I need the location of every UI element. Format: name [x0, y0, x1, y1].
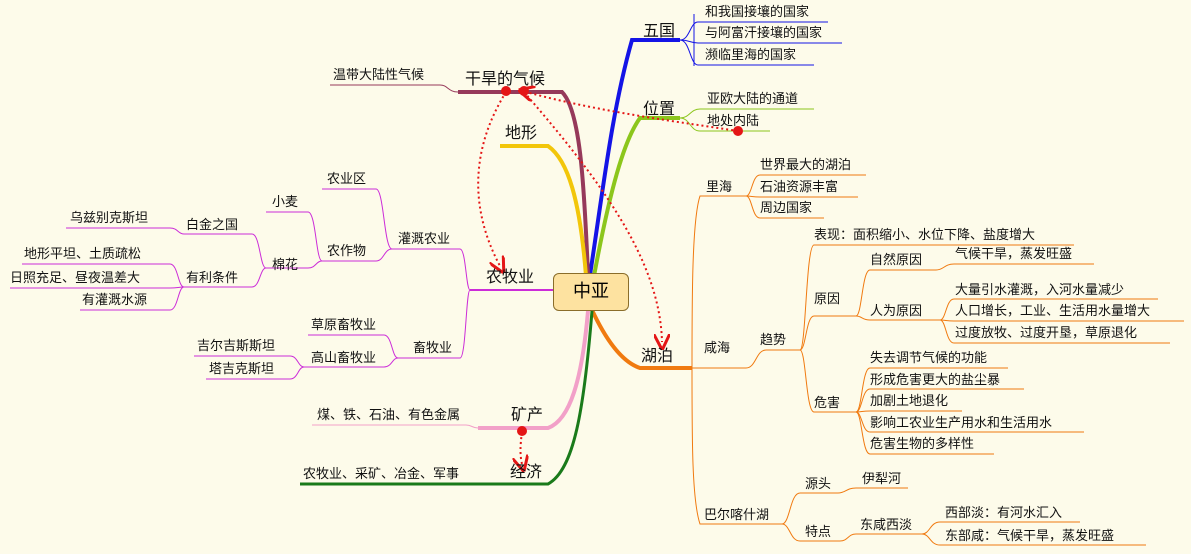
- node-kyrgyzstan[interactable]: 吉尔吉斯斯坦: [197, 339, 276, 354]
- node-cause[interactable]: 原因: [814, 292, 841, 307]
- node-lakes[interactable]: 湖泊: [641, 346, 674, 365]
- node-human-cause[interactable]: 人为原因: [870, 304, 923, 319]
- node-cotton[interactable]: 棉花: [272, 258, 299, 273]
- node-harm[interactable]: 危害: [814, 396, 841, 411]
- branch-terrain: [500, 144, 588, 277]
- relation-dots: [501, 86, 743, 436]
- node-salt-dust[interactable]: 形成危害更大的盐尘暴: [870, 373, 1001, 388]
- node-surrounding-countries[interactable]: 周边国家: [760, 201, 813, 216]
- node-overgrazing[interactable]: 过度放牧、过度开垦，草原退化: [955, 326, 1138, 341]
- node-dry-climate[interactable]: 气候干旱，蒸发旺盛: [955, 247, 1073, 262]
- node-feature[interactable]: 特点: [805, 525, 832, 540]
- node-irrigation[interactable]: 大量引水灌溉，入河水量减少: [955, 283, 1125, 298]
- node-climate-regulation[interactable]: 失去调节气候的功能: [870, 351, 988, 366]
- branch-lakes: [590, 309, 692, 370]
- node-farming-area[interactable]: 农业区: [327, 172, 367, 187]
- node-location[interactable]: 位置: [643, 99, 676, 118]
- node-wheat[interactable]: 小麦: [272, 195, 299, 210]
- node-largest-lake[interactable]: 世界最大的湖泊: [760, 158, 852, 173]
- node-biodiversity[interactable]: 危害生物的多样性: [870, 437, 975, 452]
- branch-climate: [458, 90, 590, 276]
- node-caspian[interactable]: 里海: [706, 180, 733, 195]
- node-white-gold[interactable]: 白金之国: [186, 218, 239, 233]
- node-uzbekistan[interactable]: 乌兹别克斯坦: [70, 211, 149, 226]
- node-irrigation-source[interactable]: 有灌溉水源: [82, 293, 148, 308]
- node-inland[interactable]: 地处内陆: [707, 114, 760, 129]
- node-minerals[interactable]: 矿产: [511, 405, 544, 424]
- node-west-fresh[interactable]: 西部淡：有河水汇入: [945, 506, 1063, 521]
- node-continental-climate[interactable]: 温带大陆性气候: [333, 68, 425, 83]
- node-sunshine[interactable]: 日照充足、昼夜温差大: [10, 271, 141, 286]
- node-flat-soil[interactable]: 地形平坦、土质疏松: [24, 247, 142, 262]
- node-favorable-conditions[interactable]: 有利条件: [186, 271, 239, 286]
- node-agriculture[interactable]: 农牧业: [486, 267, 535, 286]
- node-water-use[interactable]: 影响工农业生产用水和生活用水: [870, 416, 1053, 431]
- node-aral[interactable]: 咸海: [704, 341, 731, 356]
- node-manifestation[interactable]: 表现：面积缩小、水位下降、盐度增大: [814, 228, 1036, 243]
- node-economy[interactable]: 经济: [510, 462, 543, 481]
- relation-arrows: [477, 92, 739, 464]
- node-natural-cause[interactable]: 自然原因: [870, 253, 923, 268]
- node-trend[interactable]: 趋势: [760, 333, 787, 348]
- root-node[interactable]: 中亚: [553, 273, 629, 311]
- node-five-countries[interactable]: 五国: [643, 21, 676, 40]
- node-crops[interactable]: 农作物: [327, 244, 367, 259]
- node-terrain[interactable]: 地形: [505, 123, 538, 142]
- node-tajikistan[interactable]: 塔吉克斯坦: [209, 362, 275, 377]
- node-ili-river[interactable]: 伊犁河: [862, 472, 902, 487]
- node-source[interactable]: 源头: [805, 477, 832, 492]
- node-land-degradation[interactable]: 加剧土地退化: [870, 394, 949, 409]
- branch-location: [592, 116, 680, 277]
- node-border-china[interactable]: 和我国接壤的国家: [705, 5, 810, 20]
- node-dry-climate-branch[interactable]: 干旱的气候: [465, 69, 546, 88]
- node-caspian-coast[interactable]: 濒临里海的国家: [705, 48, 797, 63]
- node-irrigated-farming[interactable]: 灌溉农业: [398, 232, 451, 247]
- node-economy-list[interactable]: 农牧业、采矿、冶金、军事: [303, 467, 460, 482]
- node-population-growth[interactable]: 人口增长，工业、生活用水量增大: [955, 304, 1151, 319]
- node-east-salt-west-fresh[interactable]: 东咸西淡: [860, 518, 913, 533]
- branch-minerals: [478, 310, 590, 430]
- node-balkhash[interactable]: 巴尔喀什湖: [704, 508, 770, 523]
- branch-economy: [300, 310, 594, 486]
- node-eurasia-passage[interactable]: 亚欧大陆的通道: [707, 92, 799, 107]
- node-border-afghanistan[interactable]: 与阿富汗接壤的国家: [705, 26, 823, 41]
- node-pastoral[interactable]: 畜牧业: [413, 341, 453, 356]
- node-highland[interactable]: 高山畜牧业: [311, 351, 377, 366]
- node-oil-rich[interactable]: 石油资源丰富: [760, 180, 839, 195]
- node-east-salt[interactable]: 东部咸：气候干旱，蒸发旺盛: [945, 529, 1115, 544]
- node-mineral-list[interactable]: 煤、铁、石油、有色金属: [317, 408, 461, 423]
- node-grassland[interactable]: 草原畜牧业: [311, 318, 377, 333]
- branch-five: [588, 38, 680, 276]
